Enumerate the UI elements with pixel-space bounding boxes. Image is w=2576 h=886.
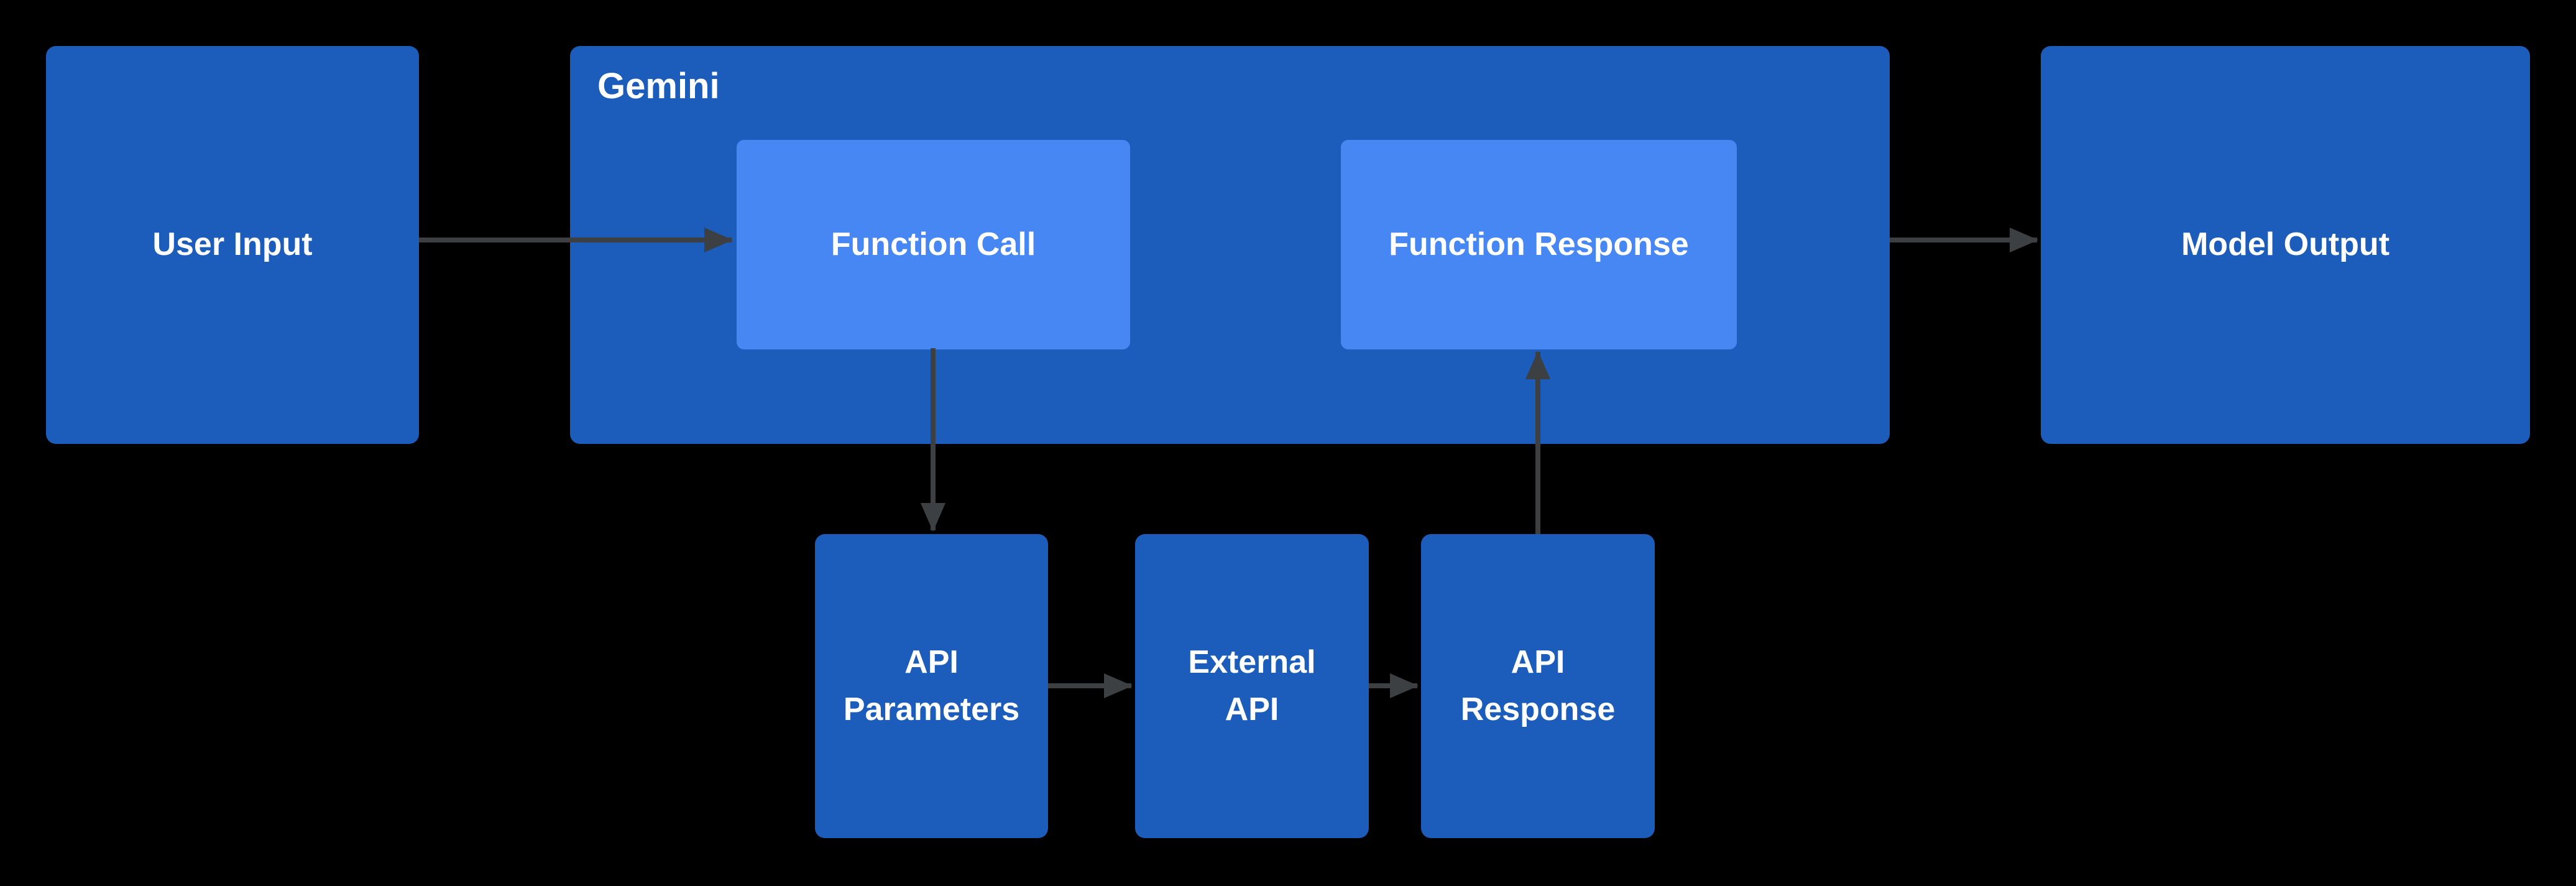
group-gemini-label: Gemini [597, 66, 720, 106]
node-user-input: User Input [46, 46, 419, 444]
group-gemini: Gemini Function Call Function Response [570, 46, 1890, 444]
node-api-response: API Response [1421, 534, 1655, 838]
node-function-call: Function Call [737, 140, 1130, 349]
node-function-response: Function Response [1341, 140, 1737, 349]
node-api-parameters: API Parameters [815, 534, 1048, 838]
node-model-output: Model Output [2041, 46, 2530, 444]
node-external-api: External API [1135, 534, 1369, 838]
